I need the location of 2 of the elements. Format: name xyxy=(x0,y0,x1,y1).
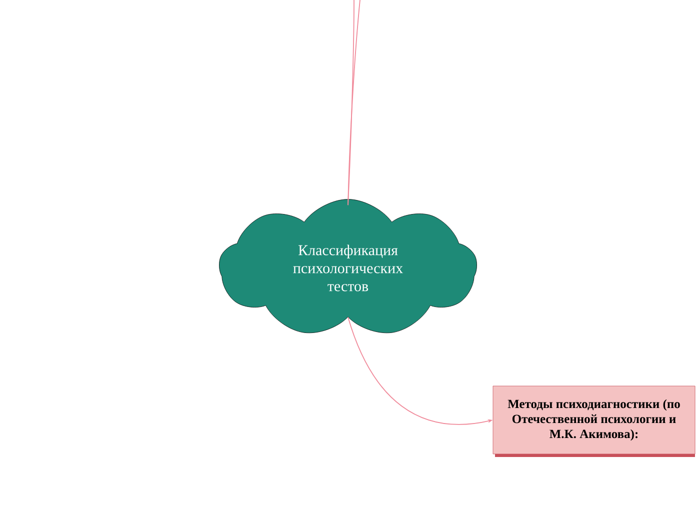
text-box: Методы психодиагностики (по Отечественной психологии и М.К. Акимова): xyxy=(492,386,696,457)
connector-line xyxy=(348,0,354,206)
